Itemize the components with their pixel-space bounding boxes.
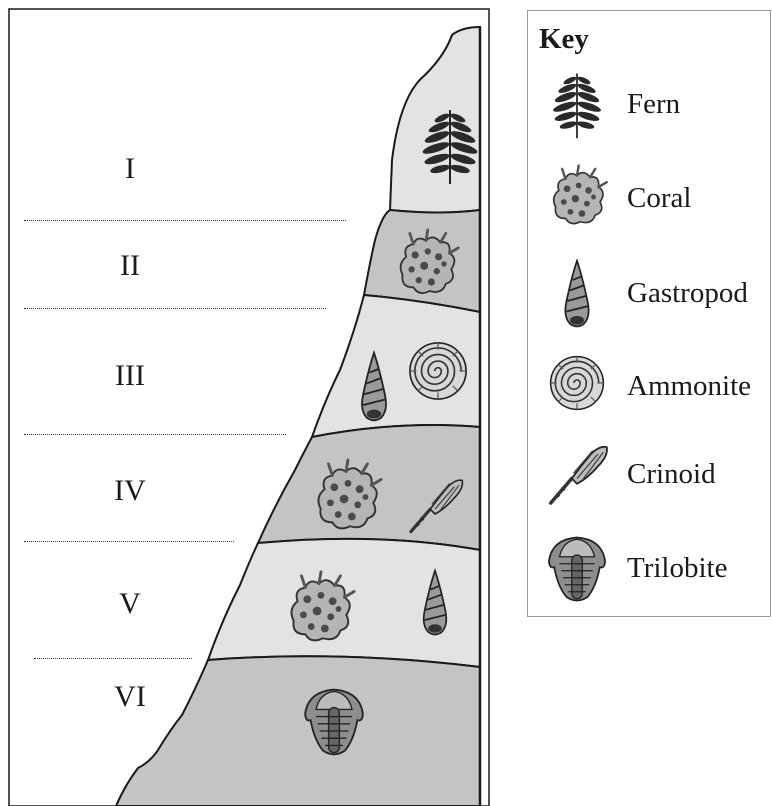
key-title: Key bbox=[539, 23, 589, 56]
cliff-cross-section bbox=[0, 0, 490, 806]
key-item-fern: Fern bbox=[528, 70, 772, 140]
crinoid-icon bbox=[542, 440, 612, 510]
layer-label-vi: VI bbox=[100, 680, 160, 714]
layer-label-i: I bbox=[100, 152, 160, 186]
rock-layers-diagram: I II III IV V VI bbox=[0, 0, 490, 806]
layer-label-iii: III bbox=[100, 359, 160, 393]
ammonite-icon bbox=[542, 352, 612, 414]
key-label-coral: Coral bbox=[627, 182, 691, 215]
key-item-ammonite: Ammonite bbox=[528, 352, 772, 422]
layer-boundary-i-ii bbox=[24, 220, 346, 221]
key-item-crinoid: Crinoid bbox=[528, 440, 772, 510]
key-label-fern: Fern bbox=[627, 88, 680, 121]
key-item-trilobite: Trilobite bbox=[528, 534, 772, 604]
key-item-coral: Coral bbox=[528, 164, 772, 234]
key-label-crinoid: Crinoid bbox=[627, 458, 716, 491]
layer-label-iv: IV bbox=[100, 474, 160, 508]
key-label-ammonite: Ammonite bbox=[627, 370, 751, 403]
layer-boundary-iii-iv bbox=[24, 434, 286, 435]
key-item-gastropod: Gastropod bbox=[528, 259, 772, 329]
ammonite-icon bbox=[410, 343, 466, 399]
fern-icon bbox=[542, 70, 612, 140]
key-label-gastropod: Gastropod bbox=[627, 277, 748, 310]
layer-boundary-iv-v bbox=[24, 541, 234, 542]
layer-boundary-v-vi bbox=[34, 658, 192, 659]
fossil-key: Key Fern Coral Gastropod Ammonite Crinoi… bbox=[527, 10, 771, 617]
key-label-trilobite: Trilobite bbox=[627, 552, 727, 585]
coral-icon bbox=[542, 164, 612, 230]
gastropod-icon bbox=[542, 259, 612, 329]
trilobite-icon bbox=[542, 534, 612, 604]
layer-boundary-ii-iii bbox=[24, 308, 326, 309]
layer-label-ii: II bbox=[100, 249, 160, 283]
layer-label-v: V bbox=[100, 587, 160, 621]
